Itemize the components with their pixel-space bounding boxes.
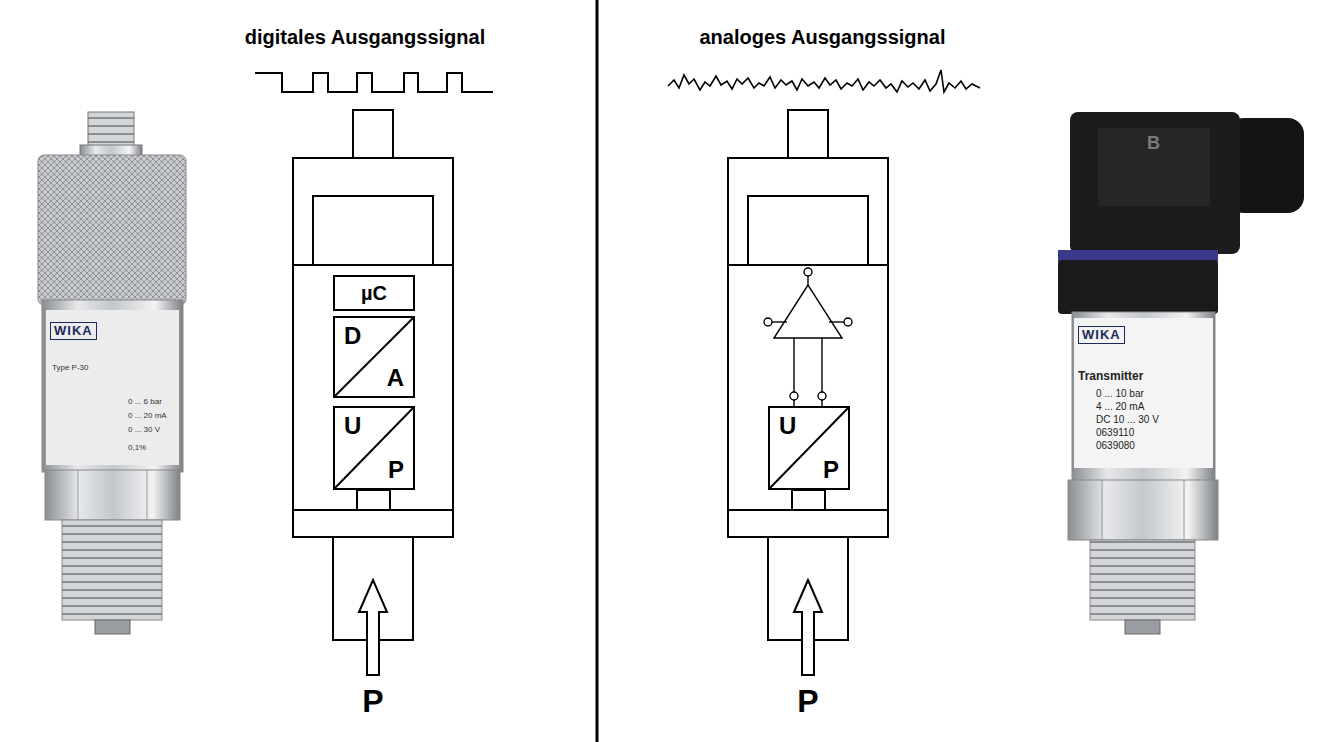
microcontroller-box: µC (333, 275, 415, 311)
noisy-wave (668, 70, 980, 92)
box-text: U (779, 413, 796, 439)
spec-label: 0,1% (128, 444, 146, 453)
box-text: U (344, 413, 361, 439)
brand-label: WIKA (50, 322, 97, 340)
box-text: P (823, 457, 839, 483)
box-text: A (387, 365, 404, 391)
section-heading: analoges Ausgangssignal (655, 26, 990, 48)
divider-line (596, 0, 599, 742)
converter-box: DA (333, 316, 415, 398)
box-text: P (388, 457, 404, 483)
pressure-arrow (359, 580, 387, 675)
pressure-arrow (794, 580, 822, 675)
sensor-box: UP (768, 406, 850, 490)
section-heading: digitales Ausgangssignal (200, 26, 530, 48)
spec-label: 0639080 (1096, 440, 1135, 451)
pressure-label: P (778, 684, 838, 719)
spec-label: 0 ... 6 bar (128, 398, 162, 407)
diagonal-line (335, 318, 413, 396)
spec-label: DC 10 ... 30 V (1096, 414, 1159, 425)
spec-label: 0639110 (1096, 427, 1134, 438)
spec-label: 0 ... 30 V (128, 426, 160, 435)
square-wave (255, 73, 493, 92)
box-text: D (344, 323, 361, 349)
diagonal-line (335, 408, 413, 488)
digital-transmitter-photo (38, 112, 186, 634)
spec-label: 0 ... 20 mA (128, 412, 167, 421)
spec-label: 0 ... 10 bar (1096, 388, 1144, 399)
box-text: µC (361, 282, 387, 304)
brand-label: WIKA (1078, 326, 1125, 344)
digital-schematic (255, 73, 493, 675)
amplifier-symbol (764, 268, 852, 408)
analog-schematic (668, 70, 980, 675)
plug-mark: B (1147, 134, 1160, 154)
spec-label: 4 ... 20 mA (1096, 401, 1144, 412)
type-label: Type P-30 (52, 364, 88, 373)
pressure-label: P (343, 684, 403, 719)
sensor-box: UP (333, 406, 415, 490)
product-label: Transmitter (1078, 370, 1143, 383)
diagonal-line (770, 408, 848, 488)
analog-transmitter-photo (1058, 112, 1304, 634)
